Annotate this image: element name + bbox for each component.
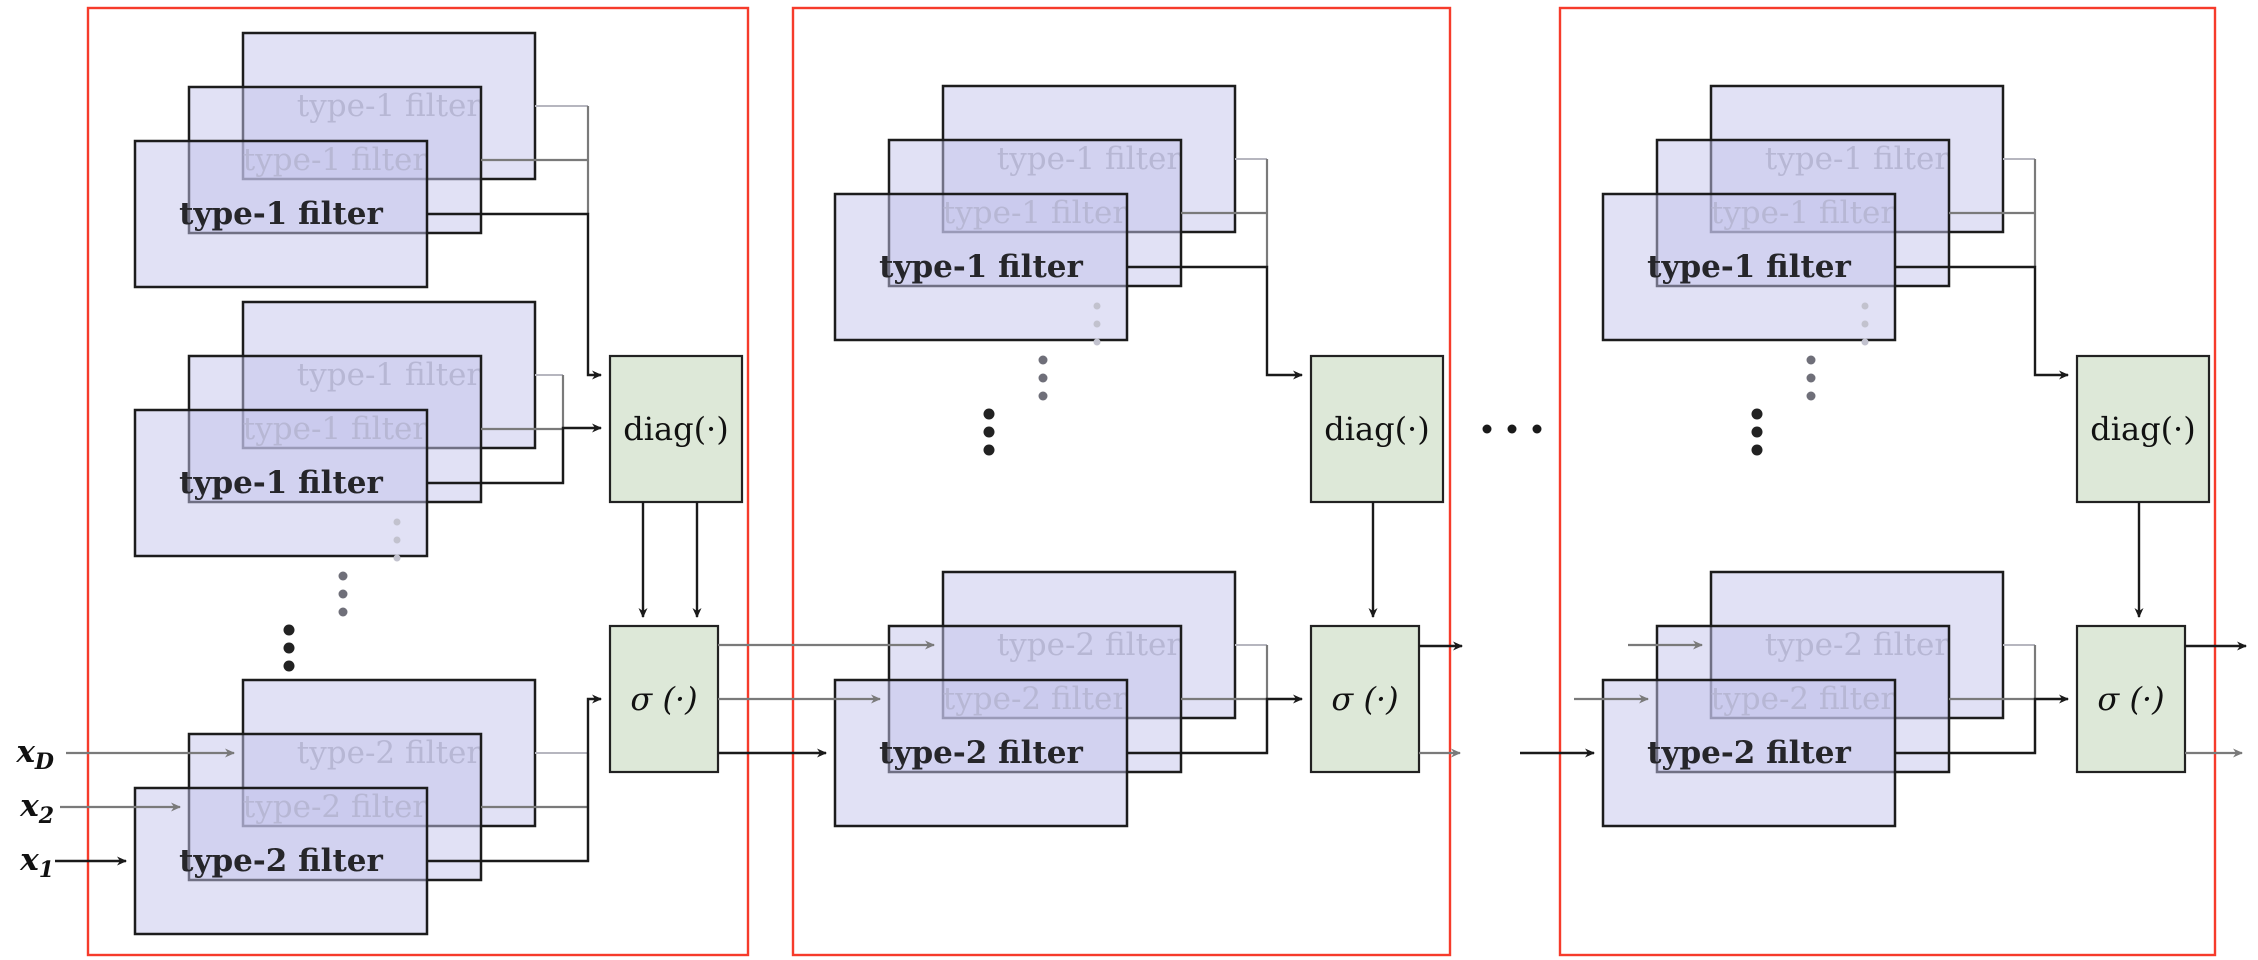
l1-stack-dots-light: [393, 518, 401, 562]
layer2-type2-stack-box-front: [833, 678, 1129, 828]
layer1-type2-stack-label: type-2 filter: [179, 843, 383, 879]
l1-stack-dots-dark: [283, 624, 295, 672]
l2-type1-to-diag: [1127, 265, 1303, 380]
input-label-x-2: x2: [19, 788, 54, 829]
layer1-sigma-box: σ (·): [608, 624, 720, 774]
l2-stack-dots-light: [1093, 302, 1101, 346]
layer1-diag-box: diag(·): [608, 354, 744, 504]
layer3-diag-box: diag(·): [2075, 354, 2211, 504]
layer3-sigma-box: σ (·): [2075, 624, 2187, 774]
layer2-sigma-box-label: σ (·): [1331, 680, 1398, 718]
layer2-sigma-box-rect: [1309, 624, 1421, 774]
layer2-diag-box-label: diag(·): [1324, 410, 1429, 448]
layer1-diag-box-rect: [608, 354, 744, 504]
l1-type2-to-sigma: [427, 694, 602, 863]
layer3-diag-box-label: diag(·): [2090, 410, 2195, 448]
layer2-type1-stack-label: type-1 filter: [879, 249, 1083, 285]
layer-2-frame: [791, 6, 1452, 957]
layer3-sigma-box-rect: [2075, 624, 2187, 774]
l1-stack-dots-mid: [338, 571, 348, 617]
l1-stackA-to-diag: [427, 212, 602, 380]
input-label-x-D: xD: [15, 734, 54, 775]
layer1-type1-stack-b-label: type-1 filter: [179, 465, 383, 501]
layer1-type1-stack-a-box-front: [133, 139, 429, 289]
layer1-sigma-box-rect: [608, 624, 720, 774]
input-label-x-1: x1: [19, 842, 54, 883]
between-layer-ellipsis: [1482, 424, 1542, 434]
l3-stack-dots-dark: [1751, 408, 1763, 456]
l3-stack-dots-mid: [1806, 355, 1816, 401]
l2-type2-to-sigma: [1127, 694, 1303, 755]
layer1-type1-stack-b-box-front: [133, 408, 429, 558]
layer2-diag-box: diag(·): [1309, 354, 1445, 504]
l2-stack-dots-dark: [983, 408, 995, 456]
layer2-type1-stack-box-front: [833, 192, 1129, 342]
l3-type1-to-diag: [1895, 265, 2069, 380]
l2-stack-dots-mid: [1038, 355, 1048, 401]
layer-3-frame: [1558, 6, 2217, 957]
layer3-type1-stack-box-front: [1601, 192, 1897, 342]
layer2-diag-box-rect: [1309, 354, 1445, 504]
layer2-type2-stack-label: type-2 filter: [879, 735, 1083, 771]
layer3-type2-stack-label: type-2 filter: [1647, 735, 1851, 771]
l3-stack-dots-light: [1861, 302, 1869, 346]
layer1-diag-box-label: diag(·): [623, 410, 728, 448]
layer3-diag-box-rect: [2075, 354, 2211, 504]
layer1-type1-stack-a-label: type-1 filter: [179, 196, 383, 232]
layer3-type1-stack-label: type-1 filter: [1647, 249, 1851, 285]
l3-type2-to-sigma: [1895, 694, 2069, 755]
layer1-sigma-box-label: σ (·): [630, 680, 697, 718]
layer-1-frame: [86, 6, 750, 957]
l1-stackB-to-diag: [427, 423, 602, 485]
layer3-type2-stack-box-front: [1601, 678, 1897, 828]
layer2-sigma-box: σ (·): [1309, 624, 1421, 774]
layer3-sigma-box-label: σ (·): [2097, 680, 2164, 718]
